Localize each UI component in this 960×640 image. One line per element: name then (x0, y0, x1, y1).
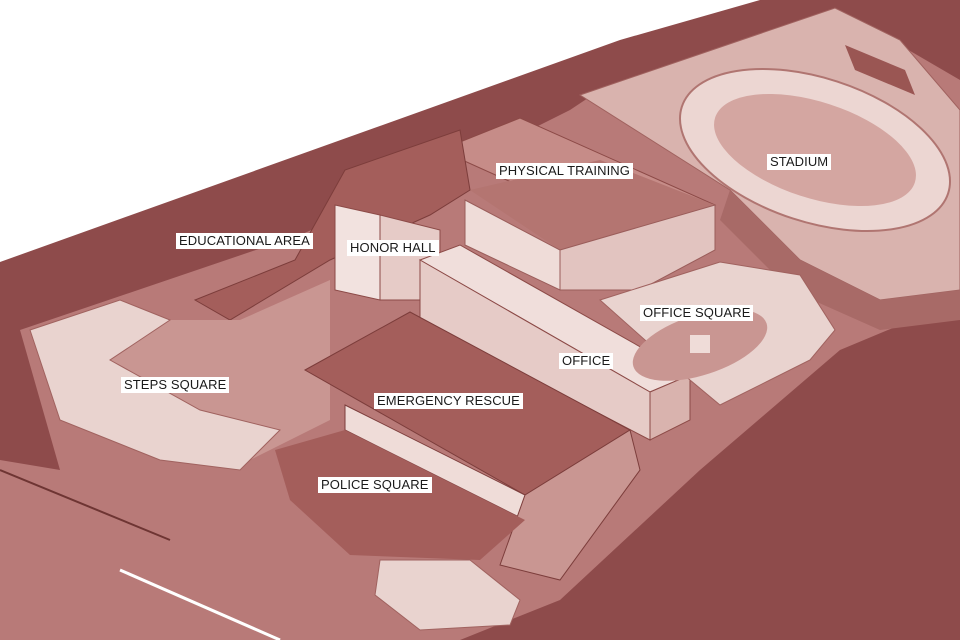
educational-area-terraces (110, 280, 330, 460)
label-office-square: OFFICE SQUARE (640, 305, 754, 321)
label-emergency-rescue: EMERGENCY RESCUE (374, 393, 523, 409)
label-honor-hall: HONOR HALL (347, 240, 439, 256)
physical-training-side (559, 204, 716, 291)
label-steps-square: STEPS SQUARE (121, 377, 230, 393)
road-edge (0, 469, 171, 541)
police-square-plaza (275, 430, 525, 560)
entrance-plaza (374, 559, 521, 631)
stadium-terrace (720, 190, 960, 330)
label-stadium: STADIUM (767, 154, 832, 170)
label-educational-area: EDUCATIONAL AREA (176, 233, 313, 249)
office-end (649, 374, 691, 441)
grandstand (845, 45, 915, 95)
emergency-rescue-wing (499, 429, 641, 581)
educational-area-roof (193, 129, 471, 321)
road-marking (119, 568, 281, 640)
label-physical-training: PHYSICAL TRAINING (496, 163, 634, 179)
office-square-monument (690, 335, 710, 353)
stadium-field (714, 93, 916, 207)
label-police-square: POLICE SQUARE (318, 477, 432, 493)
label-office: OFFICE (559, 353, 614, 369)
